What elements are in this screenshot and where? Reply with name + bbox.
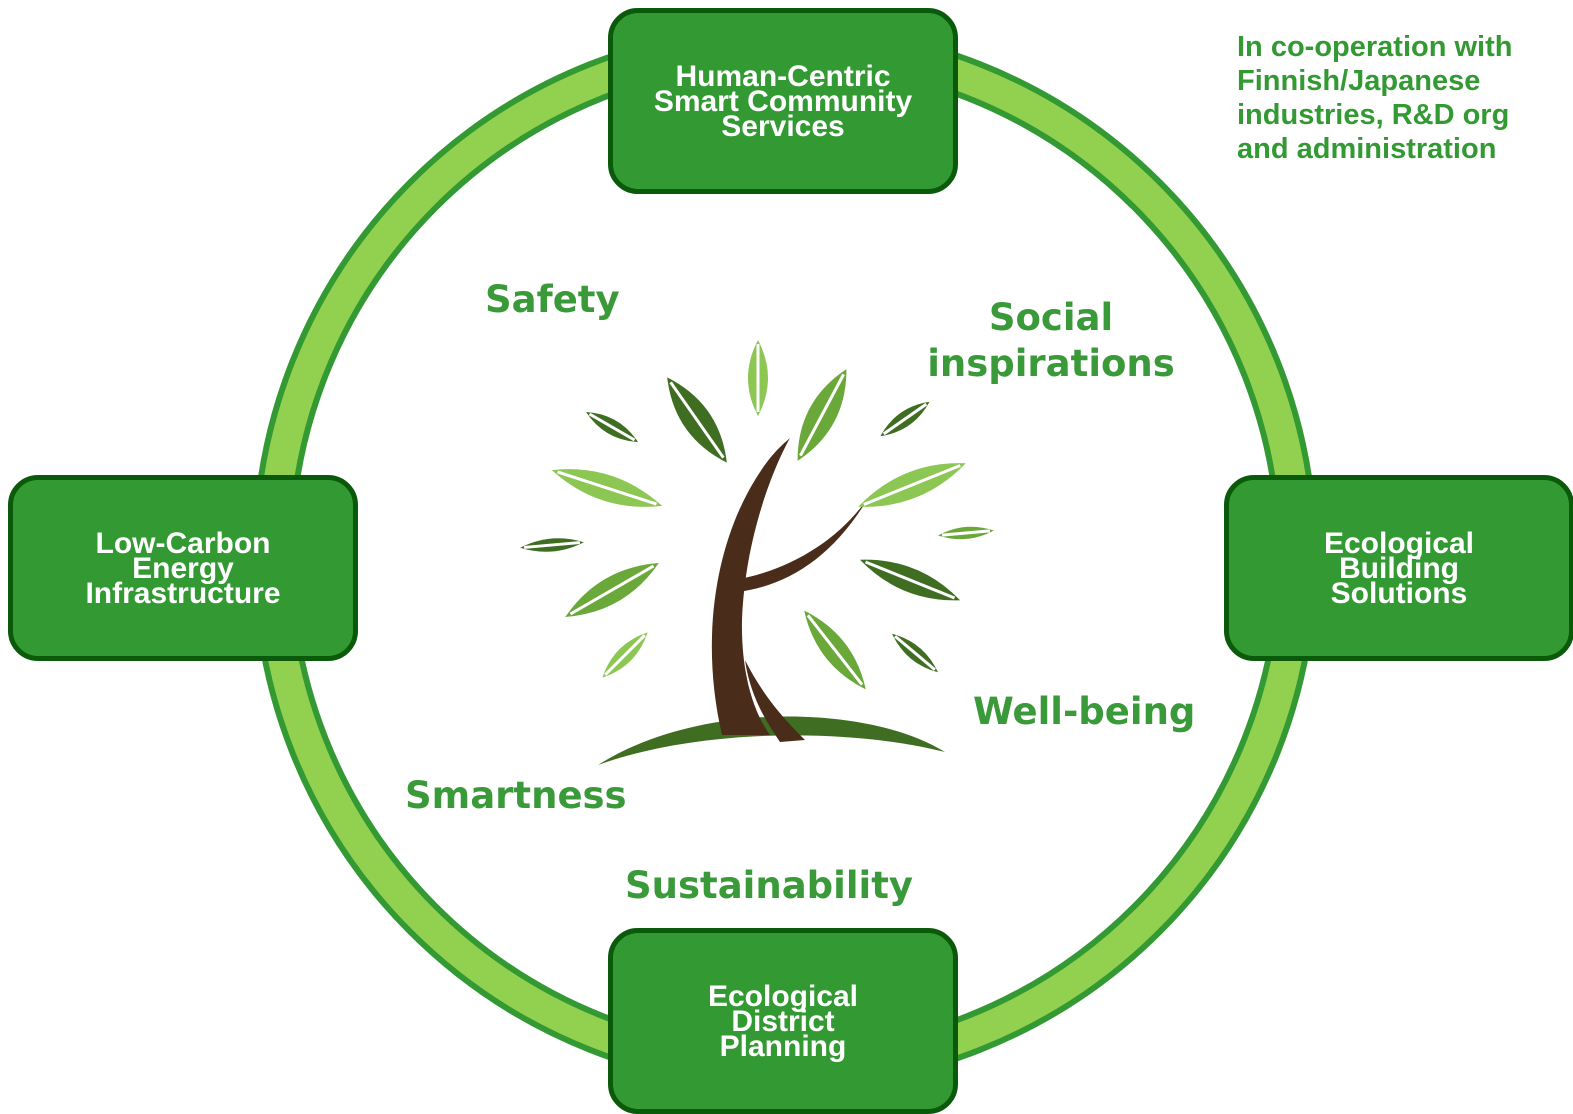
theme-social-inspirations: Social inspirations bbox=[920, 295, 1182, 387]
node-line: Ecological bbox=[707, 979, 859, 1013]
node-ecological-district: Ecological District Planning bbox=[608, 928, 958, 1114]
node-human-centric-services: Human-Centric Smart Community Services bbox=[608, 8, 958, 194]
tree-branch-low bbox=[745, 660, 805, 742]
node-line: Smart Community bbox=[653, 84, 913, 118]
node-line: Solutions bbox=[1330, 576, 1468, 610]
node-line: Human-Centric bbox=[675, 59, 891, 93]
node-line: District bbox=[731, 1004, 835, 1038]
theme-smartness: Smartness bbox=[405, 774, 627, 817]
theme-line: inspirations bbox=[927, 342, 1175, 385]
cooperation-note: In co-operation with Finnish/Japanese in… bbox=[1237, 30, 1513, 166]
node-line: Planning bbox=[719, 1029, 847, 1063]
note-line: Finnish/Japanese bbox=[1237, 65, 1481, 97]
node-line: Low-Carbon bbox=[95, 526, 271, 560]
tree-icon bbox=[520, 340, 994, 765]
ring-inner bbox=[258, 30, 1312, 1084]
tree-branch bbox=[735, 495, 870, 592]
node-line: Energy bbox=[132, 551, 234, 585]
node-line: Building bbox=[1339, 551, 1459, 585]
ground-mound bbox=[598, 716, 945, 765]
theme-sustainability: Sustainability bbox=[625, 864, 913, 907]
note-line: industries, R&D org bbox=[1237, 99, 1510, 131]
node-ecological-building: Ecological Building Solutions bbox=[1224, 475, 1573, 661]
note-line: In co-operation with bbox=[1237, 31, 1513, 63]
theme-line: Social bbox=[988, 296, 1114, 339]
tree-trunk bbox=[711, 438, 790, 735]
theme-safety: Safety bbox=[485, 278, 620, 321]
node-line: Infrastructure bbox=[85, 576, 281, 610]
node-line: Services bbox=[721, 109, 845, 143]
theme-well-being: Well-being bbox=[973, 690, 1196, 733]
node-line: Ecological bbox=[1323, 526, 1475, 560]
note-line: and administration bbox=[1237, 133, 1497, 165]
node-low-carbon-energy: Low-Carbon Energy Infrastructure bbox=[8, 475, 358, 661]
